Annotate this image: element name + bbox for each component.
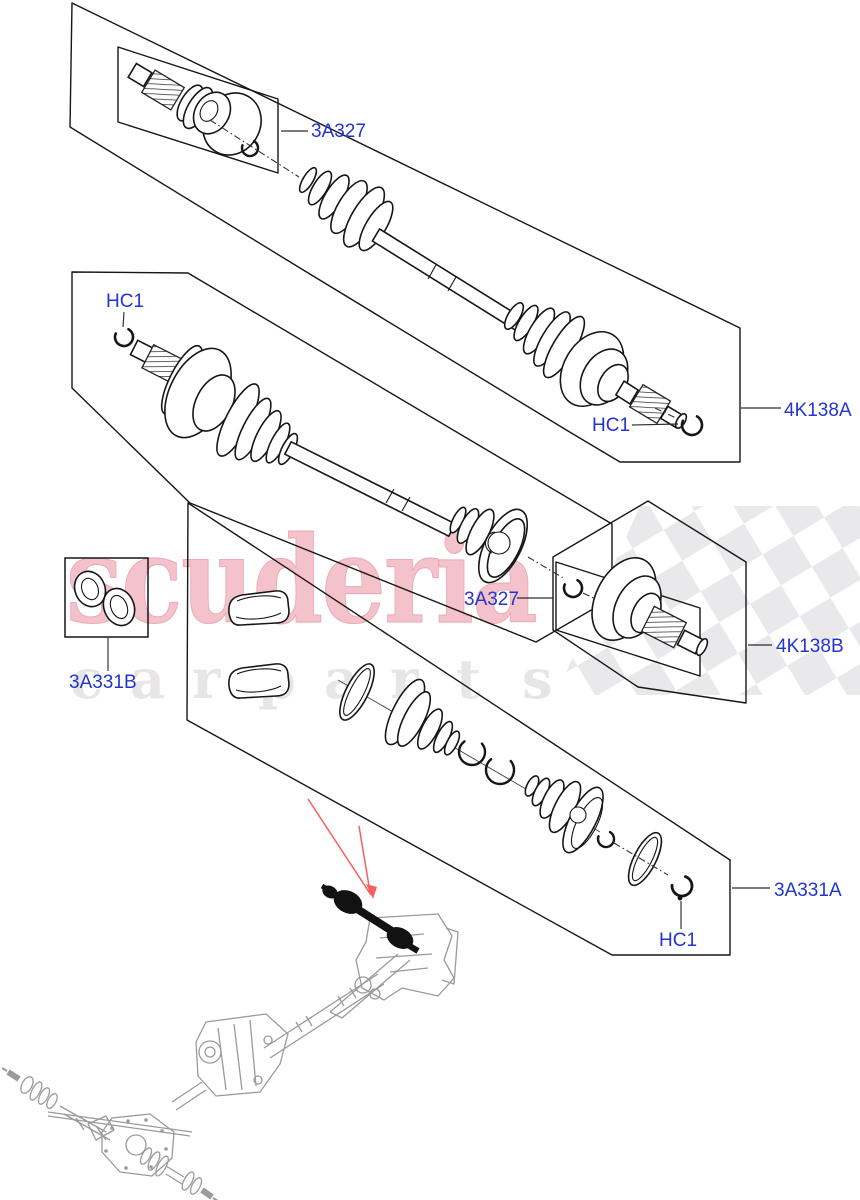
panel-shaft2 [71,271,613,643]
part-label-4k138b[interactable]: 4K138B [776,636,844,657]
axle-overview-illustration [1,883,459,1200]
circlip-boot-kit-hc1 [670,874,694,898]
drive-shaft-2 [113,326,566,584]
circlip-boot-kit-small [596,829,616,849]
shaft2-bar [283,440,457,538]
part-label-3a327-top[interactable]: 3A327 [311,121,366,142]
retaining-clip-2 [484,754,516,786]
drive-shaft-1 [127,62,704,437]
seal-kit-box [64,557,149,638]
watermark-sub-text: carparts [70,647,552,711]
boot-kit-parts [337,663,694,901]
part-label-3a331a[interactable]: 3A331A [774,880,842,901]
circlip-shaft1-outer [680,413,704,437]
circlip-shaft2-inner [113,326,135,348]
retaining-clip-1 [457,737,487,767]
shaft1-bar [371,227,527,334]
shaft2-open-boot [449,506,529,584]
part-label-3a331b[interactable]: 3A331B [69,672,137,693]
panel-shaft1 [69,2,741,463]
part-labels: 3A327 HC1 4K138A HC1 3A327 4K138B 3A331B… [69,121,852,951]
part-label-4k138a[interactable]: 4K138A [784,400,852,421]
label-leader-lines [107,130,781,929]
panel-boot-kit [186,502,731,956]
highlighted-drive-shaft [320,883,420,954]
checkered-flag-graphic [556,506,860,695]
circlip-inner-joint-top [240,138,260,158]
panel-shaft1-inner-joint-inset [117,46,279,174]
panel-joint-4k138b [552,500,747,704]
part-label-hc1-boot-kit[interactable]: HC1 [659,930,697,951]
part-label-hc1-shaft1-outer[interactable]: HC1 [592,415,630,436]
shaft1-outer-boot-and-joint [503,301,688,429]
shaft1-inner-boot [298,166,394,252]
part-label-hc1-shaft2-inner[interactable]: HC1 [106,291,144,312]
seal-kit-parts [73,570,136,627]
red-arrow [307,798,377,899]
circlip-separated-joint [562,577,584,599]
panel-outlines [64,2,747,956]
part-label-3a327-mid[interactable]: 3A327 [464,589,519,610]
separated-inner-joint [562,556,709,657]
inner-cv-joint-top [127,62,262,156]
